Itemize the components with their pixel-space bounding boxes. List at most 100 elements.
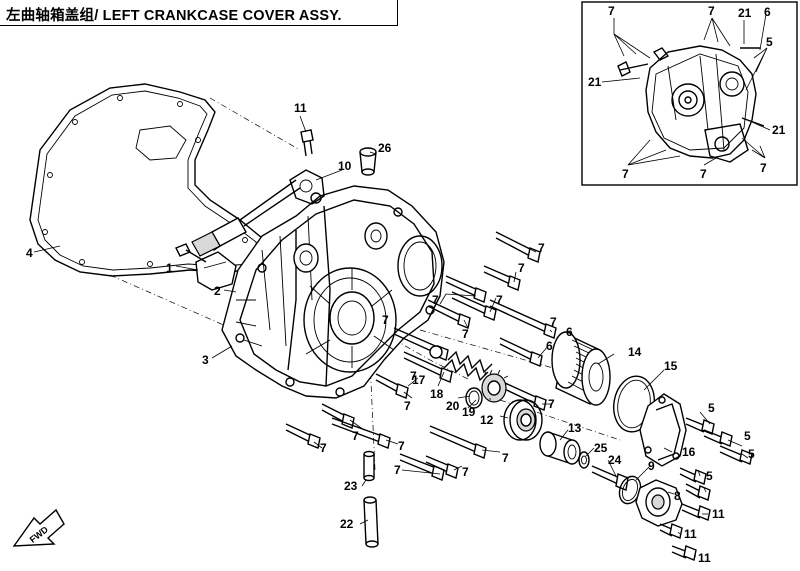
callout-24: 24	[608, 453, 622, 467]
callout-18: 18	[430, 387, 444, 401]
bolt-5-05	[685, 483, 711, 501]
callout-labels: 4 11 10 26 1 2 3 7 7 7 7 7 7 7 7 7 7 7 7…	[26, 101, 755, 565]
speed-sensor	[191, 169, 325, 257]
callout-5-b: 5	[744, 429, 751, 443]
callout-9: 9	[648, 459, 655, 473]
bolt-7-14	[399, 453, 445, 481]
cover-gasket	[29, 83, 267, 277]
callout-7-o: 7	[462, 465, 469, 479]
callout-5-c: 5	[748, 447, 755, 461]
callout-17: 17	[412, 373, 426, 387]
inset-callout-7-top-center: 7	[708, 4, 715, 18]
bolt-5-04	[679, 467, 707, 485]
bolt-7-01	[495, 231, 541, 263]
callout-14: 14	[628, 345, 642, 359]
bolt-5-02	[703, 429, 733, 447]
bolt-7-15	[425, 455, 459, 479]
inspection-sleeve	[359, 147, 377, 176]
inset-callout-7-bottom-center: 7	[700, 167, 707, 181]
inset-callout-7-bottom-left: 7	[622, 167, 629, 181]
plug-bolt-top	[300, 129, 314, 157]
callout-13: 13	[568, 421, 582, 435]
callout-7-i: 7	[404, 399, 411, 413]
callout-2: 2	[214, 284, 221, 298]
bolt-11-01	[681, 503, 711, 521]
callout-7-h: 7	[548, 397, 555, 411]
dowel-pin	[363, 450, 375, 482]
thrust-washer	[578, 451, 590, 469]
bearing	[503, 399, 543, 441]
bolt-11-03	[671, 545, 697, 561]
bolt-7-03	[445, 275, 487, 303]
bolt-7-11	[331, 417, 391, 449]
bolt-7-02	[483, 265, 521, 291]
callout-7-n: 7	[394, 463, 401, 477]
fwd-arrow-icon: FWD	[12, 508, 65, 547]
inset-leaders	[601, 13, 771, 166]
bolt-6-02	[499, 337, 543, 367]
end-cap-bolts	[659, 503, 711, 561]
callout-11-b: 11	[712, 507, 725, 521]
filter-cover-bolts	[679, 417, 753, 501]
bracket-bolt	[175, 243, 207, 263]
inset-callout-7-top-left: 7	[608, 4, 615, 18]
callout-20: 20	[446, 399, 460, 413]
inset-callout-21-top: 21	[738, 6, 752, 20]
inset-view: 7 7 21 6 5 21 21 7 7 7	[581, 1, 798, 186]
callout-16: 16	[682, 445, 696, 459]
callout-19: 19	[462, 405, 476, 419]
diagram-title: 左曲轴箱盖组/ LEFT CRANKCASE COVER ASSY.	[6, 8, 342, 24]
bolt-7-12	[285, 423, 321, 449]
bolt-11-02	[659, 523, 683, 539]
oil-filter	[551, 331, 611, 406]
end-cap-housing	[635, 479, 683, 527]
inset-crankcase-cover	[617, 45, 765, 163]
bolt-7-13	[429, 425, 487, 459]
callout-8: 8	[674, 489, 681, 503]
callout-25: 25	[594, 441, 608, 455]
oil-pipe	[363, 496, 379, 548]
callout-22: 22	[340, 517, 354, 531]
cover-upper-bosses	[235, 192, 435, 397]
callout-4: 4	[26, 246, 33, 260]
relief-spring	[443, 350, 493, 382]
cover-main-boss	[303, 267, 397, 373]
bolt-7-07	[403, 351, 453, 383]
callout-7-b: 7	[518, 261, 525, 275]
inset-callout-6: 6	[764, 5, 771, 19]
callout-11-c: 11	[684, 527, 697, 541]
callout-5-d: 5	[706, 469, 713, 483]
callout-7-k: 7	[398, 439, 405, 453]
callout-7-l: 7	[320, 441, 327, 455]
cover-bolts	[285, 231, 557, 481]
callout-7-j: 7	[352, 429, 359, 443]
inset-callout-21-right: 21	[772, 123, 786, 137]
callout-7-m: 7	[502, 451, 509, 465]
callout-12: 12	[480, 413, 494, 427]
callout-7-p: 7	[382, 313, 389, 327]
callout-11-d: 11	[698, 551, 711, 565]
callout-7-d: 7	[462, 327, 469, 341]
bolt-6-01	[489, 299, 557, 339]
relief-ball	[429, 345, 443, 359]
inset-callout-7-bottom-right: 7	[760, 161, 767, 175]
callout-6-a: 6	[566, 325, 573, 339]
callout-5-a: 5	[708, 401, 715, 415]
callout-15: 15	[664, 359, 678, 373]
callout-7-c: 7	[432, 293, 439, 307]
callout-leaders	[33, 115, 749, 557]
oil-filter-cover	[639, 393, 687, 467]
callout-10: 10	[338, 159, 352, 173]
cover-side-port	[397, 235, 443, 297]
callout-26: 26	[378, 141, 392, 155]
drive-gear	[481, 369, 509, 403]
bolt-7-08	[375, 373, 409, 399]
inset-callout-21-left: 21	[588, 75, 602, 89]
pivot-bolt	[591, 465, 629, 491]
callout-7-e: 7	[496, 293, 503, 307]
bushing-sleeve	[539, 431, 581, 465]
diagram-title-box: 左曲轴箱盖组/ LEFT CRANKCASE COVER ASSY.	[0, 0, 398, 26]
callout-7-a: 7	[538, 241, 545, 255]
washer-ring	[465, 387, 483, 409]
